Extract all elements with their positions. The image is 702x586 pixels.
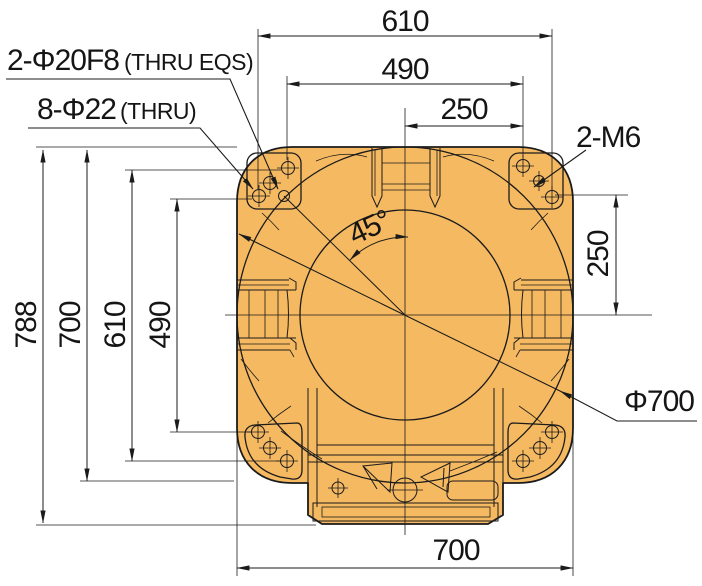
callout-dowel-holes-note: (THRU EQS) (124, 49, 253, 75)
inner-boss-circle (299, 209, 511, 421)
callout-phi700: Φ700 (624, 385, 694, 418)
dim-left-610: 610 (99, 301, 132, 348)
dim-right-250: 250 (582, 230, 615, 277)
base-circle-700 (236, 146, 574, 484)
bottom-slot (312, 502, 499, 522)
callout-bolt-holes: 8-Φ22 (37, 93, 116, 126)
dim-top-610: 610 (381, 5, 428, 38)
corner-pad-bottom-right (507, 421, 566, 480)
callout-bolt-holes-note: (THRU) (120, 98, 196, 124)
angle-dim-arc (349, 233, 409, 261)
dowel-hole (278, 190, 290, 202)
leader-dowel-holes (6, 78, 279, 190)
bottom-connector-box (307, 388, 504, 522)
leader-phi700-out (559, 390, 697, 422)
cast-blend-arcs (240, 153, 570, 472)
leader-m6 (533, 149, 587, 188)
leader-phi700-diameter (238, 233, 561, 392)
clamp-tab-left (237, 277, 297, 358)
pocket-glyph-right (419, 462, 451, 493)
dim-top-490: 490 (381, 53, 428, 86)
callout-m6: 2-M6 (576, 121, 641, 154)
callout-texts: 2-Φ20F8 (THRU EQS) 8-Φ22 (THRU) 2-M6 Φ70… (7, 44, 695, 418)
extension-lines (36, 29, 628, 576)
diagonal-45-line (283, 195, 406, 316)
clamp-tab-right (513, 277, 573, 358)
clamp-tab-top (371, 148, 441, 209)
name-plate (446, 480, 499, 501)
dim-left-788: 788 (10, 301, 43, 348)
centerlines (225, 108, 652, 535)
dim-bottom-700: 700 (432, 534, 479, 567)
dimension-lines (40, 33, 619, 571)
dim-top-250: 250 (440, 93, 487, 126)
dim-left-700: 700 (54, 301, 87, 348)
pocket-glyph-left (361, 462, 393, 494)
leader-bolt-holes (28, 127, 254, 190)
leader-lines (6, 78, 697, 422)
callout-dowel-holes: 2-Φ20F8 (7, 44, 119, 77)
dim-left-490: 490 (144, 301, 177, 348)
